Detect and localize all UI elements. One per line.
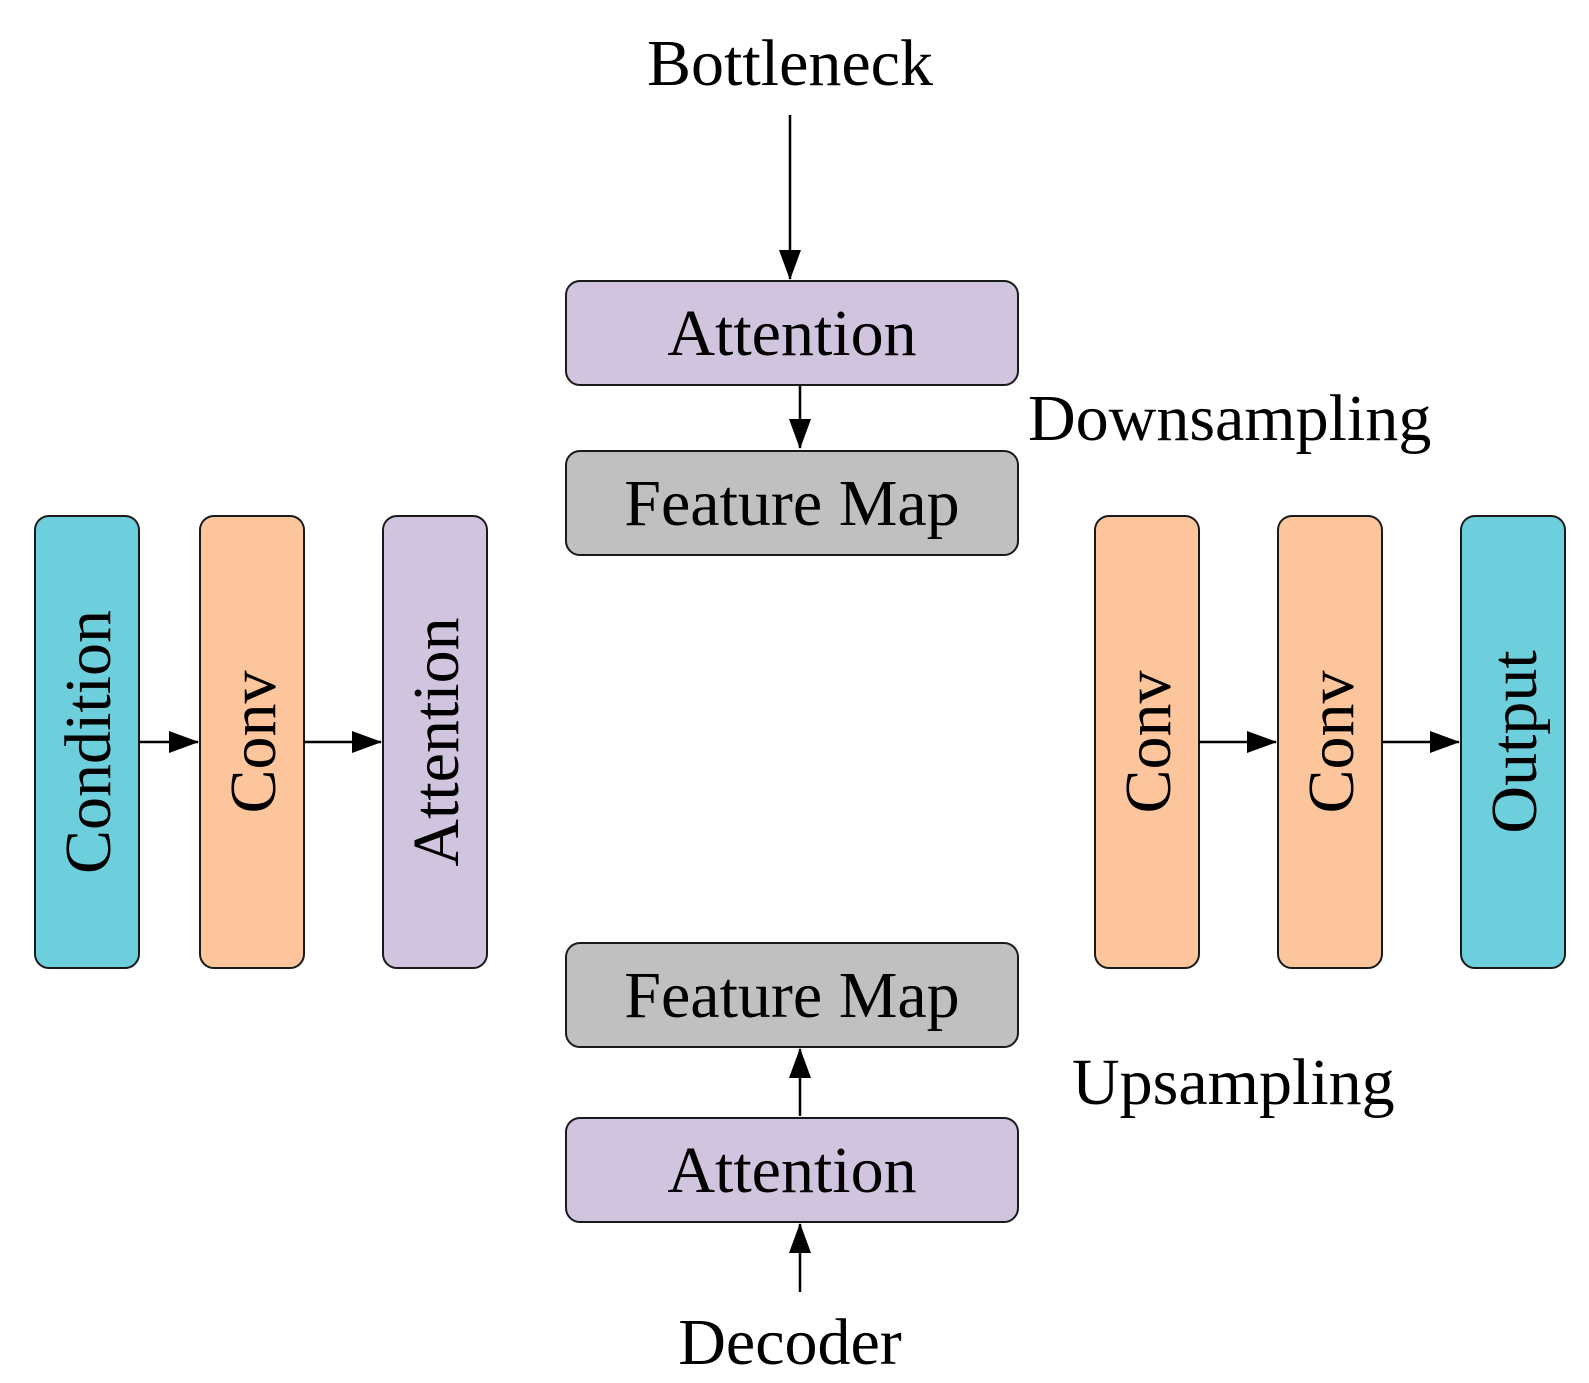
output-block	[1460, 515, 1566, 969]
bottleneck-label: Bottleneck	[647, 27, 933, 100]
output-label: Output	[1478, 650, 1551, 833]
right-conv-2-label: Conv	[1295, 670, 1368, 813]
bottom-attention-block	[565, 1117, 1019, 1223]
top-attention-block	[565, 280, 1019, 386]
top-attention-label: Attention	[667, 297, 916, 370]
left-attention-label: Attention	[400, 617, 473, 866]
bottom-feature-map-label: Feature Map	[624, 959, 959, 1032]
decoder-label: Decoder	[678, 1306, 902, 1379]
downsampling-label: Downsampling	[1028, 382, 1431, 455]
bottom-feature-map-block	[565, 942, 1019, 1048]
top-feature-map-label: Feature Map	[624, 467, 959, 540]
top-feature-map-block	[565, 450, 1019, 556]
bottom-attention-label: Attention	[667, 1134, 916, 1207]
left-attention-block	[382, 515, 488, 969]
left-conv-label: Conv	[217, 670, 290, 813]
right-conv-1-label: Conv	[1112, 670, 1185, 813]
condition-label: Condition	[52, 610, 125, 874]
upsampling-label: Upsampling	[1072, 1046, 1395, 1119]
